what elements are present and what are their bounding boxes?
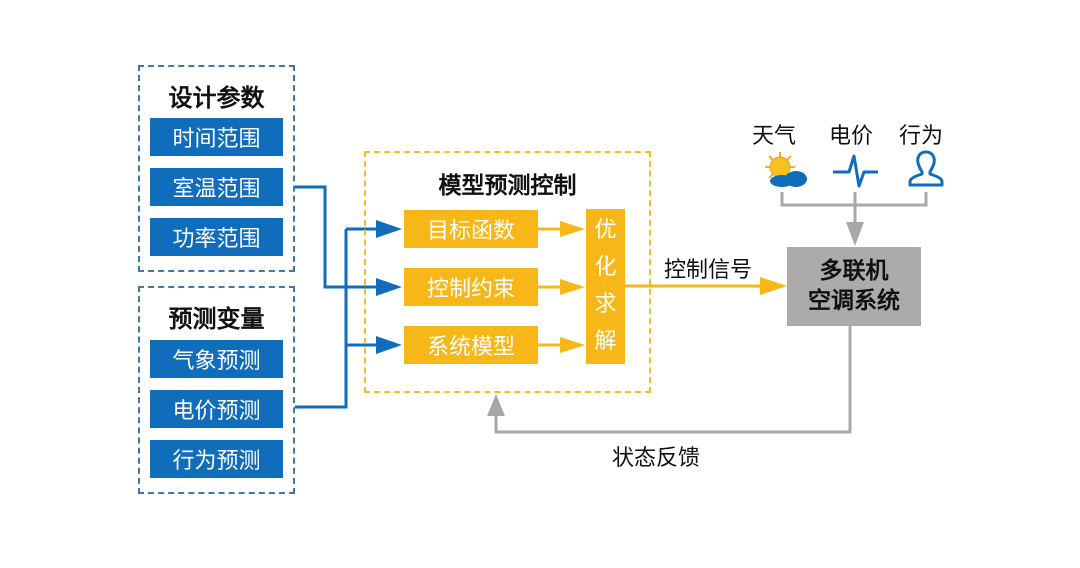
arrow-constraints-to-solver [560,279,585,295]
state-feedback-label: 状态反馈 [612,446,701,471]
vrf-ac-system[interactable]: 多联机 空调系统 [787,247,921,326]
mpc-group [364,151,651,393]
forecast-vars-title: 预测变量 [168,305,265,333]
solver-char: 解 [594,328,617,354]
solver-char: 求 [594,291,617,317]
solver-char: 优 [594,218,617,244]
mpc-system-model[interactable]: 系统模型 [404,326,538,364]
mpc-objective-function[interactable]: 目标函数 [404,210,538,248]
arrow-control-signal [760,277,787,295]
design-params-group [138,65,295,272]
person-icon [908,150,944,187]
arrow-objective-to-solver [560,221,585,237]
disturbance-price-label: 电价 [829,124,874,149]
mpc-optimization-solver[interactable]: 优 化 求 解 [586,209,625,364]
weather-icon [765,152,807,187]
arrow-to-objective [376,220,402,238]
arrow-state-feedback [487,394,505,416]
link-design-to-constraints [295,185,376,289]
link-forecast-bus [295,229,348,409]
system-label-line1: 多联机 [819,257,889,284]
arrow-to-constraints [376,278,402,296]
design-params-title: 设计参数 [168,84,265,112]
arrow-to-model [376,336,402,354]
link-state-feedback [494,326,852,434]
forecast-price[interactable]: 电价预测 [150,390,283,428]
arrow-disturbance [846,222,864,246]
mpc-title: 模型预测控制 [438,173,577,199]
system-label-line2: 空调系统 [808,287,900,314]
forecast-weather[interactable]: 气象预测 [150,340,283,378]
price-pulse-icon [833,154,878,188]
forecast-vars-group [138,286,295,494]
design-param-power-range[interactable]: 功率范围 [150,218,283,256]
forecast-behavior[interactable]: 行为预测 [150,440,283,478]
design-param-time-range[interactable]: 时间范围 [150,118,283,156]
control-signal-label: 控制信号 [664,258,753,283]
disturbance-weather-label: 天气 [752,124,797,149]
arrow-model-to-solver [560,337,585,353]
disturbance-behavior-label: 行为 [899,124,944,149]
design-param-temp-range[interactable]: 室温范围 [150,168,283,206]
solver-char: 化 [594,255,617,281]
mpc-control-constraints[interactable]: 控制约束 [404,268,538,306]
